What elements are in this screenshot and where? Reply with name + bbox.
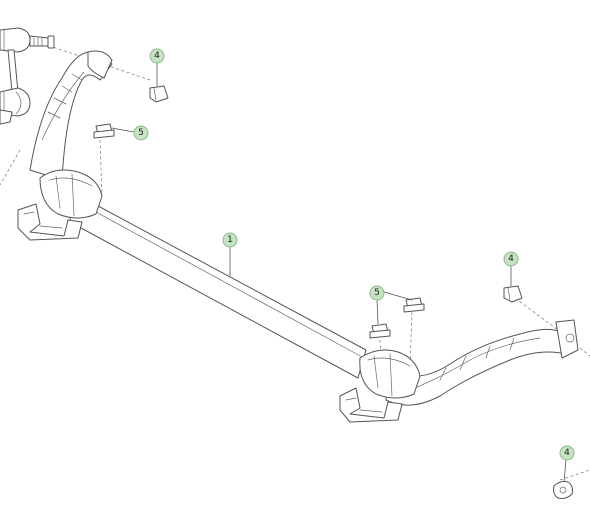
callout-4-top: 4 — [149, 48, 165, 64]
callout-4-bottom: 4 — [559, 445, 575, 461]
flange-nut-part-5-right-b — [403, 297, 425, 313]
callout-4-right: 4 — [503, 251, 519, 267]
nut-part-4-bottom — [553, 481, 573, 499]
nut-part-4-right — [503, 285, 523, 303]
callout-5-right-label: 5 — [374, 288, 380, 298]
callout-4-top-label: 4 — [154, 51, 160, 61]
callout-leaders — [111, 63, 567, 483]
bushing-bracket-left — [17, 169, 103, 241]
callout-5-left-label: 5 — [138, 128, 144, 138]
callout-1: 1 — [222, 232, 238, 248]
nut-part-4-top — [149, 85, 169, 103]
callout-4-right-label: 4 — [508, 254, 514, 264]
callout-5-left: 5 — [133, 125, 149, 141]
stabilizer-bar — [29, 50, 579, 406]
bushing-bracket-right — [339, 349, 421, 423]
assembly-guide-lines — [0, 41, 590, 481]
callout-4-bottom-label: 4 — [564, 448, 570, 458]
stabilizer-link — [0, 27, 55, 125]
flange-nut-part-5-right-a — [369, 323, 391, 339]
callout-1-label: 1 — [227, 235, 233, 245]
callout-5-right: 5 — [369, 285, 385, 301]
flange-nut-part-5-left — [93, 123, 115, 139]
